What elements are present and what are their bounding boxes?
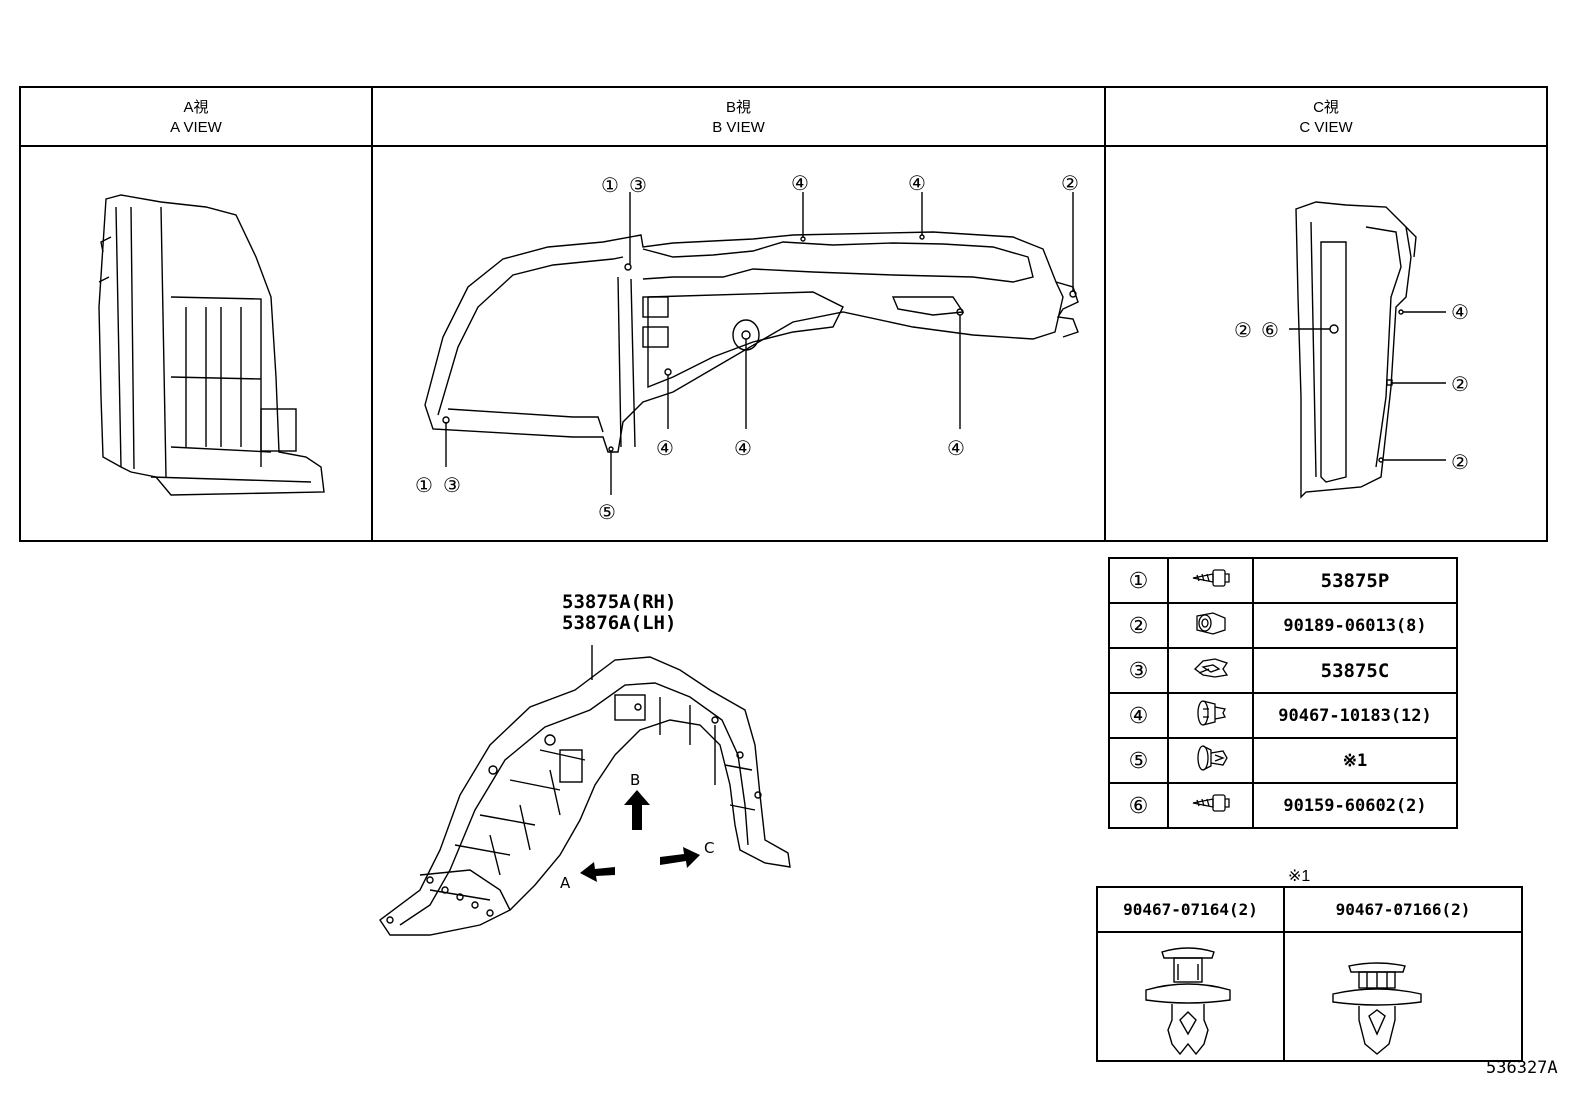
callout-4: ④ [908, 171, 926, 195]
c-view-liner-drawing: ② ⑥ ④ ② ② [1234, 201, 1469, 499]
part-number-lh: 53876A(LH) [562, 612, 677, 634]
arrow-c-icon [660, 847, 700, 868]
b-view-header: B視 B VIEW [373, 88, 1104, 147]
c-view-drawing: ② ⑥ ④ ② ② [1106, 147, 1546, 540]
clip-07164-icon [1145, 947, 1231, 1056]
main-part-label: 53875A(RH) 53876A(LH) [562, 592, 676, 634]
clip-nut-icon [1167, 647, 1254, 694]
c-view-panel: C視 C VIEW [1106, 88, 1546, 540]
c-view-header: C視 C VIEW [1106, 88, 1546, 147]
push-rivet-icon [1167, 737, 1254, 784]
callout-3: ③ [629, 173, 647, 197]
legend-number: ⑥ [1108, 782, 1169, 829]
callout-4: ④ [1451, 300, 1469, 324]
fastener-legend-table: ① 53875P ② 90189-06013(8) ③ 53875C ④ 904… [1108, 557, 1458, 829]
legend-part-number: ※1 [1252, 737, 1458, 784]
callout-4: ④ [791, 171, 809, 195]
note-mark: ※1 [1288, 868, 1311, 885]
legend-number: ② [1108, 602, 1169, 649]
view-divider [1104, 88, 1106, 540]
callout-4: ④ [656, 436, 674, 460]
legend-part-number: 53875P [1252, 557, 1458, 604]
callout-2: ② [1451, 372, 1469, 396]
legend-part-number: 90467-10183(12) [1252, 692, 1458, 739]
a-view-drawing [21, 147, 371, 540]
callout-2: ② [1451, 450, 1469, 474]
views-frame: A視 A VIEW [19, 86, 1548, 542]
callout-4: ④ [947, 436, 965, 460]
clip-07166-icon [1332, 962, 1422, 1055]
note-option: 90467-07164(2) [1098, 888, 1285, 1060]
legend-row: ④ 90467-10183(12) [1108, 692, 1458, 739]
arrow-b-icon [624, 790, 650, 830]
arrow-c-label: C [704, 839, 714, 857]
b-view-panel: B視 B VIEW [373, 88, 1104, 540]
legend-row: ⑤ ※1 [1108, 737, 1458, 784]
note-option-part: 90467-07166(2) [1335, 900, 1471, 919]
legend-number: ④ [1108, 692, 1169, 739]
view-divider [371, 88, 373, 540]
b-view-liner-drawing: ① ③ ④ ④ ② ① ③ ⑤ ④ ④ ④ [415, 171, 1079, 524]
legend-number: ① [1108, 557, 1169, 604]
push-clip-icon [1167, 692, 1254, 739]
callout-5: ⑤ [598, 500, 616, 524]
legend-number: ③ [1108, 647, 1169, 694]
b-view-title-en: B VIEW [712, 119, 765, 136]
arrow-a-icon [580, 862, 615, 882]
arrow-b-label: B [630, 771, 640, 789]
screw-icon [1167, 782, 1254, 829]
legend-row: ⑥ 90159-60602(2) [1108, 782, 1458, 829]
callout-1: ① [415, 473, 433, 497]
note-table-header [1098, 888, 1521, 933]
part-number-rh: 53875A(RH) [562, 591, 677, 613]
reference-code: 536327A [1486, 1058, 1558, 1078]
legend-part-number: 90189-06013(8) [1252, 602, 1458, 649]
legend-row: ③ 53875C [1108, 647, 1458, 694]
a-view-panel: A視 A VIEW [21, 88, 371, 540]
note-1-table: 90467-07164(2) 90467-07166(2) [1096, 886, 1523, 1062]
callout-2: ② [1061, 171, 1079, 195]
note-option-part: 90467-07164(2) [1123, 900, 1258, 919]
callout-6: ⑥ [1261, 318, 1279, 342]
callout-1: ① [601, 173, 619, 197]
b-view-title-jp: B視 [725, 99, 751, 116]
arrow-a-label: A [560, 874, 571, 892]
note-option: 90467-07166(2) [1285, 888, 1521, 1060]
c-view-title-en: C VIEW [1299, 119, 1353, 136]
legend-part-number: 90159-60602(2) [1252, 782, 1458, 829]
a-view-title-en: A VIEW [170, 119, 222, 136]
c-view-title-jp: C視 [1313, 99, 1339, 116]
legend-part-number: 53875C [1252, 647, 1458, 694]
screw-icon [1167, 557, 1254, 604]
b-view-drawing: ① ③ ④ ④ ② ① ③ ⑤ ④ ④ ④ [373, 147, 1104, 540]
legend-number: ⑤ [1108, 737, 1169, 784]
callout-2: ② [1234, 318, 1252, 342]
fender-liner-drawing: B A C [379, 645, 791, 936]
a-view-header: A視 A VIEW [21, 88, 371, 147]
legend-row: ① 53875P [1108, 557, 1458, 604]
a-view-liner-drawing [98, 194, 325, 496]
a-view-title-jp: A視 [183, 99, 209, 116]
callout-4: ④ [734, 436, 752, 460]
legend-row: ② 90189-06013(8) [1108, 602, 1458, 649]
nut-icon [1167, 602, 1254, 649]
callout-3: ③ [443, 473, 461, 497]
